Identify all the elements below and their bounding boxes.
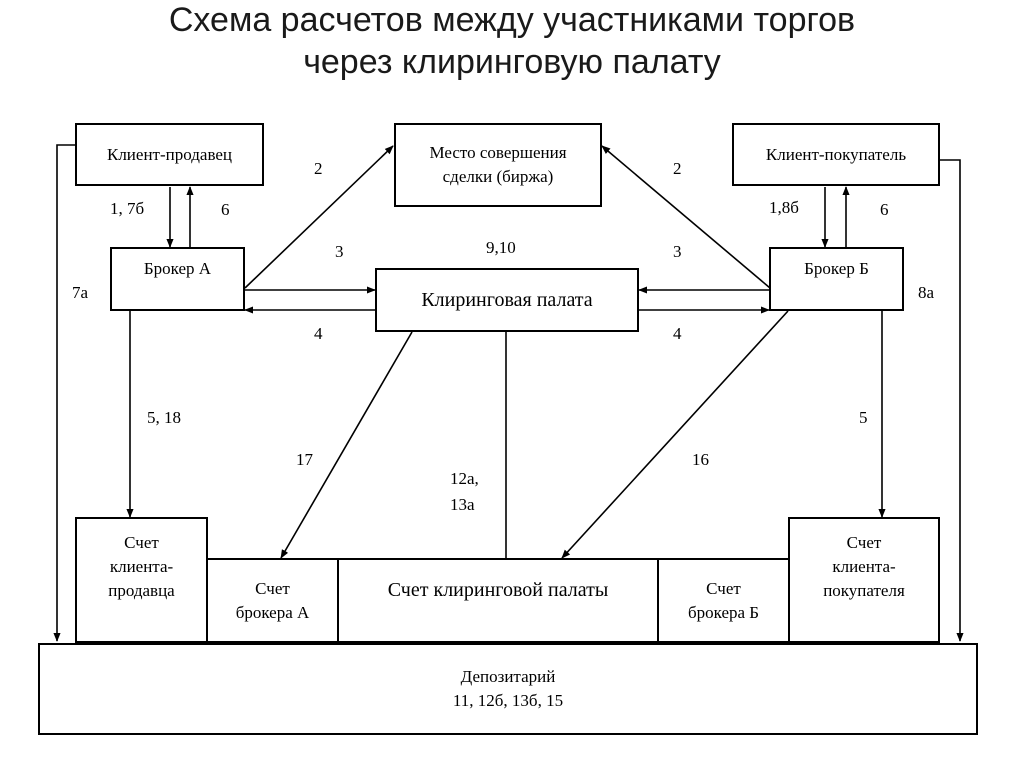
broker-a-label: Брокер А (143, 259, 212, 278)
clearing-account-box: Счет клиринговой палаты (337, 558, 659, 643)
arrow-broker-a-to-exchange (244, 145, 394, 289)
step-label-buyer-to-depository: 8а (918, 283, 935, 302)
clearing-house-box: Клиринговая палата (375, 268, 639, 332)
seller-client-box: Клиент-продавец (75, 123, 264, 186)
depository-label: Депозитарий (460, 667, 556, 686)
buyer-account-label-line-3: покупателя (823, 581, 905, 600)
exchange-box: Место совершения сделки (биржа) (394, 123, 602, 207)
seller-client-label: Клиент-продавец (106, 144, 233, 164)
seller-account-label-line-2: клиента- (109, 557, 174, 576)
arrow-buyer-to-depository (939, 159, 964, 642)
arrow-seller-to-depository (53, 144, 75, 642)
buyer-client-label: Клиент-покупатель (765, 144, 907, 164)
seller-account-label-line-3: продавца (108, 581, 175, 600)
broker-b-account-box: Счет брокера Б (657, 558, 790, 643)
step-label-clearing-to-broker-b: 4 (673, 324, 682, 343)
exchange-label-line-2: сделки (биржа) (442, 167, 554, 186)
step-label-clearing-to-broker-a: 4 (314, 324, 323, 343)
step-label-seller-to-broker-a: 1, 7б (110, 199, 145, 218)
step-label-seller-to-depository: 7а (72, 283, 89, 302)
step-label-clearing-to-depository-line-2: 13а (450, 495, 475, 514)
arrow-broker-b-to-clearing-account (561, 310, 789, 559)
step-label-broker-a-to-seller-account: 5, 18 (147, 408, 181, 427)
step-label-buyer-to-broker-b: 1,8б (769, 198, 799, 217)
clearing-account-label: Счет клиринговой палаты (387, 579, 609, 601)
step-label-clearing-internal: 9,10 (486, 238, 516, 257)
broker-a-box: Брокер А (110, 247, 245, 311)
broker-b-label: Брокер Б (804, 259, 869, 278)
step-label-broker-b-to-clearing: 3 (673, 242, 682, 261)
step-label-broker-b-to-clearing-account: 16 (692, 450, 709, 469)
step-label-broker-b-to-buyer: 6 (880, 200, 889, 219)
buyer-account-label-line-1: Счет (846, 533, 882, 552)
diagram-title-line-1: Схема расчетов между участниками торгов (168, 1, 856, 39)
arrow-clearing-to-broker-a-account (280, 331, 413, 559)
broker-a-account-box: Счет брокера А (206, 558, 339, 643)
depository-box: Депозитарий 11, 12б, 13б, 15 (38, 643, 978, 735)
arrow-broker-b-to-exchange (601, 145, 771, 289)
step-label-clearing-to-broker-a-account: 17 (296, 450, 313, 469)
broker-b-box: Брокер Б (769, 247, 904, 311)
broker-a-account-label-line-1: Счет (255, 578, 290, 598)
depository-steps: 11, 12б, 13б, 15 (452, 691, 564, 710)
seller-account-label-line-1: Счет (124, 533, 159, 552)
broker-b-account-label-line-2: брокера Б (687, 602, 760, 622)
exchange-label-line-1: Место совершения (429, 143, 567, 162)
step-label-broker-a-to-seller: 6 (221, 200, 230, 219)
step-label-broker-b-to-buyer-account: 5 (859, 408, 868, 427)
broker-b-account-label-line-1: Счет (706, 578, 741, 598)
broker-a-account-label-line-2: брокера А (235, 602, 310, 622)
clearing-house-label: Клиринговая палата (421, 289, 593, 311)
step-label-broker-b-to-exchange: 2 (673, 159, 682, 178)
step-label-clearing-to-depository-line-1: 12а, (450, 469, 479, 488)
buyer-account-box: Счет клиента- покупателя (788, 517, 940, 643)
buyer-account-label-line-2: клиента- (832, 557, 896, 576)
step-label-broker-a-to-exchange: 2 (314, 159, 323, 178)
step-label-broker-a-to-clearing: 3 (335, 242, 344, 261)
buyer-client-box: Клиент-покупатель (732, 123, 940, 186)
seller-account-box: Счет клиента- продавца (75, 517, 208, 643)
diagram-title-line-2: через клиринговую палату (303, 43, 721, 81)
